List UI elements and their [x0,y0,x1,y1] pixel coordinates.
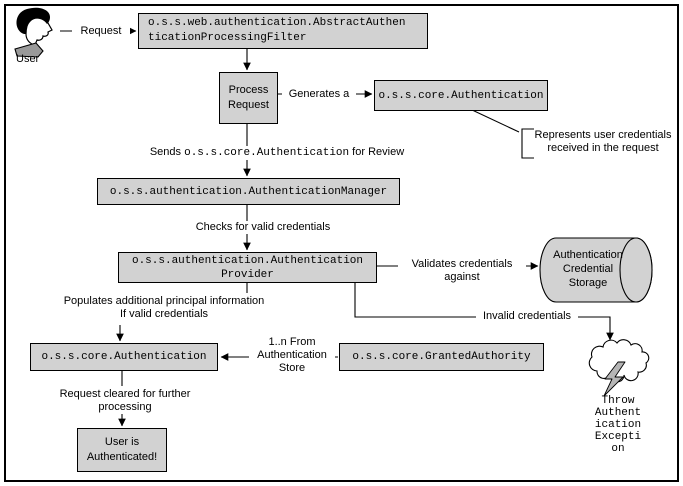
node-core-authentication-result: o.s.s.core.Authentication [30,343,218,371]
callout-bracket [521,128,534,159]
user-actor-label: User [16,53,40,65]
error-cloud-icon [588,339,650,383]
node-user-is-authenticated: User is Authenticated! [77,428,167,472]
note-represents-user-credentials: Represents user credentials received in … [534,129,672,154]
node-authentication-provider: o.s.s.authentication.Authentication Prov… [118,252,377,283]
label-generates-a: Generates a [282,88,356,101]
user-icon [14,7,53,58]
diagram-border [4,4,679,482]
callout-leader-line [469,108,520,133]
node-core-authentication: o.s.s.core.Authentication [374,80,548,111]
label-sends-for-review: Sends o.s.s.core.Authentication for Revi… [118,146,436,160]
node-process-request: Process Request [219,72,278,124]
label-checks-valid-credentials: Checks for valid credentials [184,221,342,234]
node-abstract-authentication-processing-filter: o.s.s.web.authentication.AbstractAuthen … [138,13,428,49]
label-sends-prefix: Sends [149,146,185,158]
label-populates-principal-information: Populates additional principal informati… [63,295,265,320]
label-request-cleared: Request cleared for further processing [59,388,191,413]
label-invalid-credentials: Invalid credentials [476,310,578,323]
label-request: Request [72,25,130,38]
node-credential-storage: Authentication Credential Storage [553,249,623,289]
label-sends-suffix: for Review [349,146,405,158]
database-cylinder-icon [539,237,653,303]
label-throw-authentication-exception: Throw Authent ication Excepti on [594,395,642,455]
label-sends-code: o.s.s.core.Authentication [184,147,350,159]
label-from-authentication-store: 1..n From Authentication Store [249,336,335,375]
lightning-icon [603,361,626,397]
node-granted-authority: o.s.s.core.GrantedAuthority [339,343,544,371]
node-authentication-manager: o.s.s.authentication.AuthenticationManag… [97,178,400,205]
label-validates-credentials-against: Validates credentials against [398,258,526,284]
